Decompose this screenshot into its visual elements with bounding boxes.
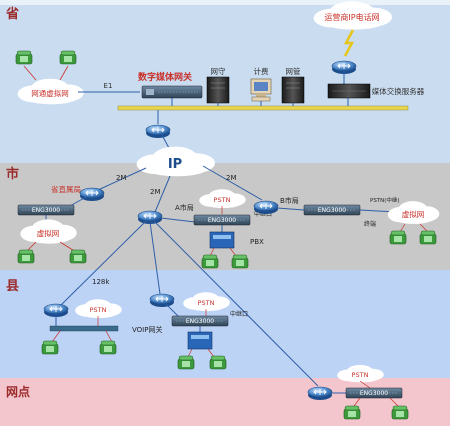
ngw-label: ENG3000: [318, 207, 346, 214]
ngw-label: ENG3000: [32, 207, 60, 214]
phone-icon: [231, 254, 249, 269]
router-icon: [253, 200, 279, 215]
billing-label: 计费: [254, 66, 269, 76]
link-2m-label: 2M: [116, 174, 127, 182]
phone-icon: [17, 249, 35, 264]
pstn-label: PSTN: [198, 299, 215, 307]
router-icon: [307, 386, 333, 401]
zone-label-county: 县: [6, 279, 19, 294]
zone-label-province: 省: [5, 6, 19, 22]
link-2m-label: 2M: [150, 188, 161, 196]
phone-icon: [209, 355, 227, 370]
phone-icon: [99, 340, 117, 355]
phone-icon: [391, 405, 409, 420]
phone-icon: [201, 254, 219, 269]
zone-label-city: 市: [6, 166, 19, 182]
phone-icon: [177, 355, 195, 370]
city-branch-label: 省直属局: [51, 184, 81, 194]
router-icon: [149, 293, 175, 308]
network-mgmt-server-icon: [281, 76, 305, 104]
pstn-label: PSTN: [214, 196, 231, 204]
virtual-network-label: 虚拟网: [402, 209, 425, 219]
relay-port-label: 中继口: [254, 210, 272, 218]
link-2m-label: 2M: [226, 174, 237, 182]
phone-icon: [419, 230, 437, 245]
lan-bus: [117, 105, 409, 111]
virtual-network-label: 虚拟网: [37, 228, 60, 238]
dedicated-network-label: 网通虚拟网: [31, 88, 69, 98]
relay-port-label: 中继口: [230, 310, 248, 318]
core-router-icon: [145, 124, 171, 139]
gatekeeper-label: 网守: [211, 66, 226, 76]
pstn-label: PSTN: [352, 371, 369, 379]
media-gateway-device: [141, 85, 203, 99]
pstn-trunk-label: PSTN(中继): [370, 196, 400, 204]
phone-icon: [59, 50, 77, 65]
carrier-network-label: 运营商IP电话网: [324, 12, 379, 22]
phone-icon: [343, 405, 361, 420]
a-bureau-label: A市局: [175, 203, 194, 212]
ip-cloud-label: IP: [168, 157, 182, 172]
network-mgmt-label: 网管: [286, 66, 301, 76]
phone-icon: [15, 50, 33, 65]
voip-gateway-label: VOIP网关: [132, 325, 162, 334]
billing-computer-icon: [250, 78, 272, 102]
terminal-label: 终端: [364, 220, 376, 228]
pbx-label: PBX: [250, 238, 264, 246]
b-bureau-label: B市局: [280, 196, 299, 205]
lightning-icon: [343, 29, 355, 57]
gatekeeper-server-icon: [206, 76, 230, 104]
zone-label-outlet: 网点: [6, 384, 30, 399]
pbx-device-icon: [187, 331, 213, 350]
ngw-label: ENG3000: [186, 318, 214, 325]
router-icon: [79, 187, 105, 202]
pbx-device-icon: [209, 231, 235, 249]
phone-icon: [69, 249, 87, 264]
ngw-label: ENG3000: [208, 217, 236, 224]
pstn-label: PSTN: [90, 306, 107, 314]
phone-icon: [41, 340, 59, 355]
voip-gateway-device: [49, 325, 119, 332]
phone-icon: [389, 230, 407, 245]
outlet-zone: [0, 378, 450, 426]
e1-label: E1: [104, 82, 113, 90]
media-switch-label: 媒体交换服务器: [372, 86, 425, 96]
ngw-label: ENG3000: [360, 390, 388, 397]
media-switch-server-icon: [327, 83, 371, 99]
media-gateway-label: 数字媒体网关: [138, 71, 192, 83]
link-128k-label: 128k: [92, 278, 110, 286]
